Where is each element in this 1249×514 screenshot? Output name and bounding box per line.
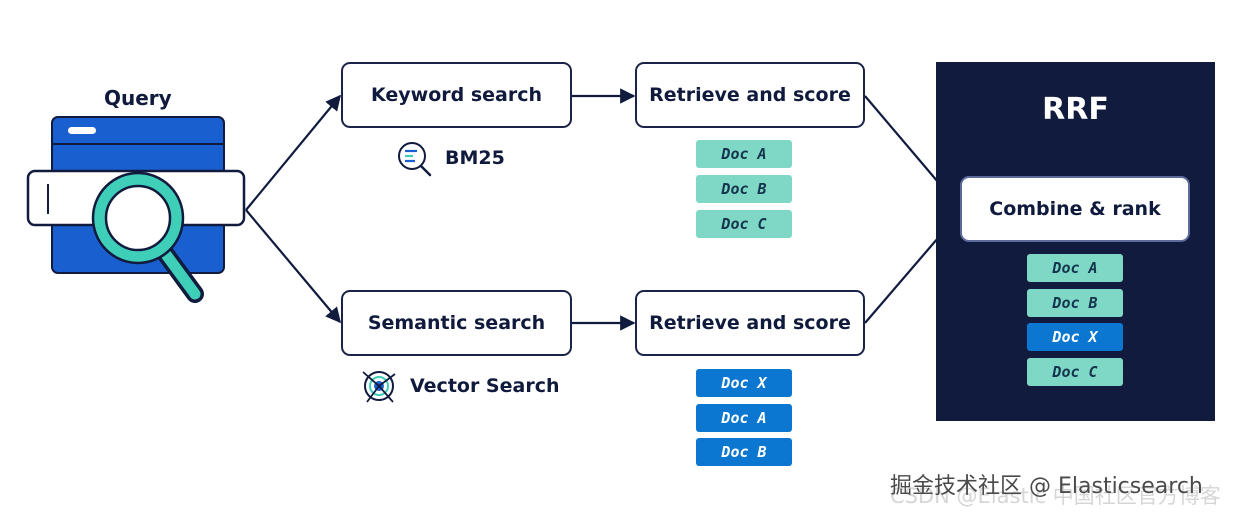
retrieve-score-top-box: Retrieve and score [635, 62, 865, 128]
keyword-search-box: Keyword search [341, 62, 572, 128]
top-doc-3: Doc C [696, 210, 792, 238]
retrieve-score-top-label: Retrieve and score [649, 84, 851, 106]
bottom-doc-3: Doc B [696, 438, 792, 466]
rrf-doc-2: Doc B [1027, 289, 1123, 317]
semantic-search-box: Semantic search [341, 290, 572, 356]
top-doc-1: Doc A [696, 140, 792, 168]
bottom-doc-2: Doc A [696, 404, 792, 432]
rrf-title: RRF [1042, 92, 1109, 127]
rrf-doc-1: Doc A [1027, 254, 1123, 282]
bm25-label: BM25 [445, 147, 505, 169]
arrow-query-to-keyword [245, 94, 341, 211]
retrieve-score-bottom-label: Retrieve and score [649, 312, 851, 334]
combine-rank-label: Combine & rank [989, 198, 1161, 220]
retrieve-score-bottom-box: Retrieve and score [635, 290, 865, 356]
keyword-search-label: Keyword search [370, 84, 543, 106]
vector-search-label: Vector Search [410, 375, 560, 397]
rrf-panel: RRF Combine & rank Doc A Doc B Doc X Doc… [936, 62, 1215, 421]
watermark-csdn: CSDN @Elastic 中国社区官方博客 [890, 484, 1221, 508]
query-label: Query [104, 86, 172, 110]
bm25-icon [398, 142, 432, 177]
line-retrieve-top-to-rrf [864, 95, 939, 183]
vector-search-icon [362, 371, 396, 403]
query-search-window-icon [26, 116, 246, 303]
semantic-search-label: Semantic search [367, 312, 546, 334]
watermark-juejin: 掘金技术社区 @ Elasticsearch [890, 474, 1203, 499]
line-retrieve-bottom-to-rrf [864, 237, 939, 324]
bottom-doc-1: Doc X [696, 369, 792, 397]
arrow-query-to-semantic [245, 209, 341, 324]
rrf-doc-3: Doc X [1027, 323, 1123, 351]
rrf-doc-4: Doc C [1027, 358, 1123, 386]
top-doc-2: Doc B [696, 175, 792, 203]
combine-rank-box: Combine & rank [960, 176, 1190, 242]
